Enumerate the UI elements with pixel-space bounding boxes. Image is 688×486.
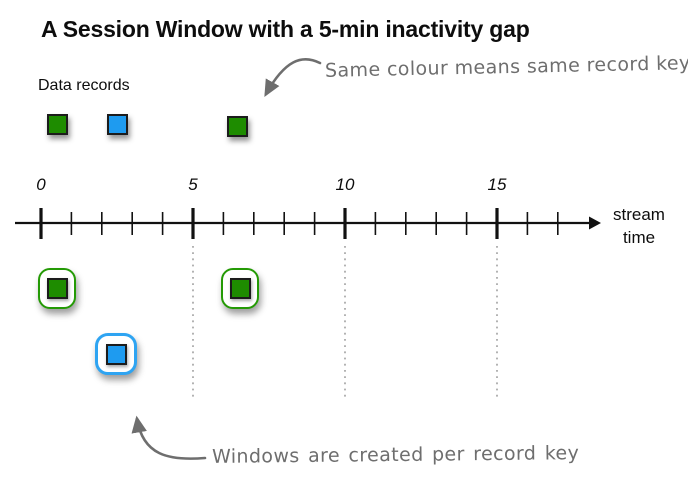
- time-axis-arrowhead-icon: [589, 216, 601, 230]
- record-square-green: [47, 114, 68, 135]
- tick-label-5: 5: [188, 175, 198, 194]
- annotation-same-colour: Same colour means same record key: [324, 52, 688, 82]
- tick-label-10: 10: [335, 175, 355, 194]
- session-window-green: [38, 268, 76, 309]
- curved-arrow-top-icon: [264, 58, 322, 97]
- page-title: A Session Window with a 5-min inactivity…: [41, 16, 530, 42]
- session-window-blue: [95, 333, 137, 375]
- record-square-green: [229, 278, 251, 299]
- annotation-windows-per-key: Windows are created per record key: [211, 442, 580, 468]
- stream-time-line2: time: [622, 228, 656, 248]
- record-square-blue: [107, 114, 128, 135]
- stream-time-line1: stream: [613, 205, 665, 224]
- record-square-green: [46, 278, 68, 299]
- session-window-green: [221, 268, 259, 309]
- tick-label-0: 0: [36, 175, 46, 194]
- stream-time-axis-label: stream time: [607, 203, 671, 250]
- record-square-blue: [105, 343, 127, 365]
- tick-label-15: 15: [487, 175, 507, 194]
- curved-arrow-bottom-icon: [131, 415, 207, 460]
- data-records-label: Data records: [38, 77, 130, 94]
- record-square-green: [227, 116, 248, 137]
- time-axis-ticks: [39, 208, 559, 239]
